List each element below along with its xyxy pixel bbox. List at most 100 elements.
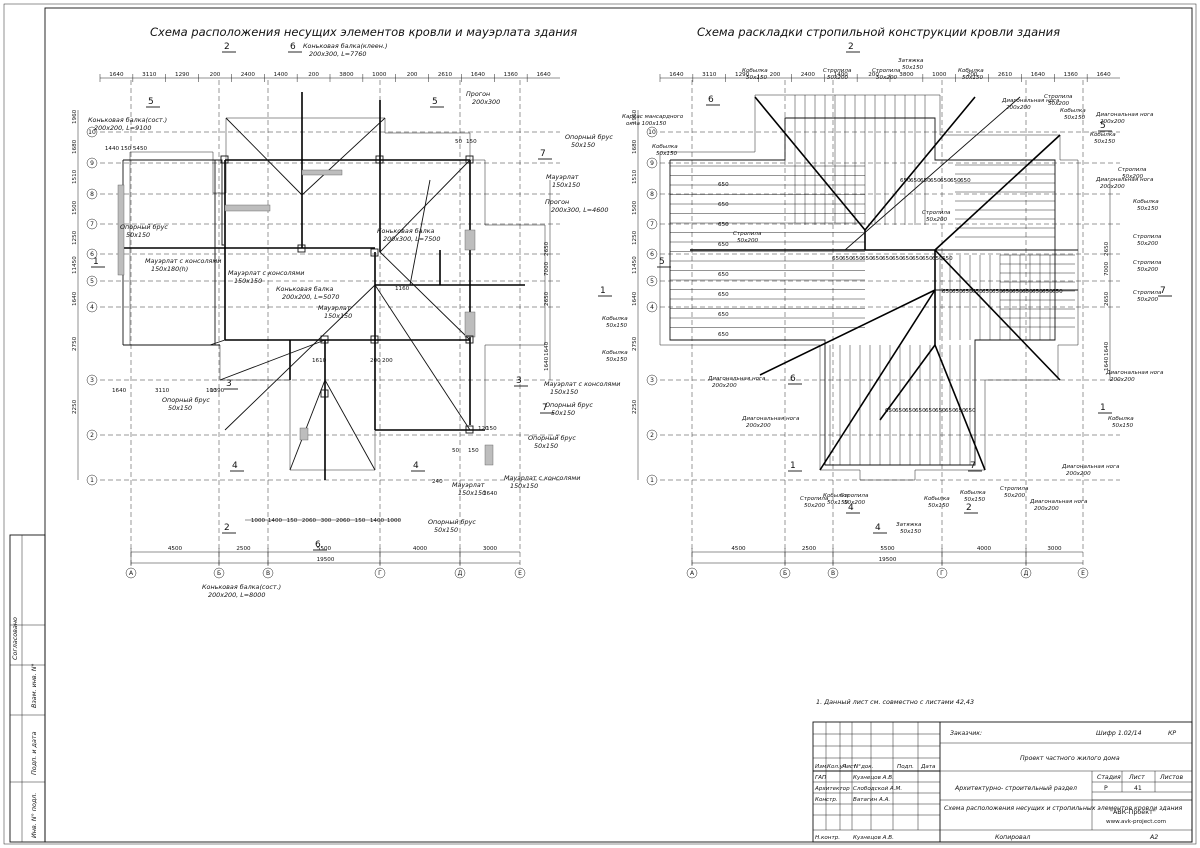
rafter-spacing-label: 650 (950, 178, 961, 184)
tb-role-1: Архитектор (814, 786, 850, 792)
rafter-spacing-label: 650 (718, 292, 729, 298)
right-label-size: 50x150 (606, 357, 628, 363)
tb-stage: Р (1104, 785, 1108, 792)
rafter-spacing-label: 650 (852, 256, 863, 262)
rafter-spacing-label: 650 (912, 256, 923, 262)
axis-row-bubble (646, 157, 658, 169)
rafter-spacing-label: 650 (922, 256, 933, 262)
small-dim-label: 50 (452, 448, 460, 454)
right-label-name: Стропила (1000, 486, 1029, 492)
rafter-spacing-label: 650 (718, 202, 729, 208)
axis-row-label: 8 (650, 191, 654, 198)
right-label-size: 200x200 (1100, 119, 1125, 125)
right-label-name: Диагональная нога (741, 416, 800, 422)
top-dim-label: 2610 (998, 72, 1013, 78)
top-dim-label: 1640 (471, 72, 486, 78)
axis-row-label: 6 (90, 251, 94, 258)
section-mark: 5 (1100, 121, 1106, 131)
side-dim-label: 11450 (632, 256, 638, 274)
right-label-size: 50x200 (737, 238, 759, 244)
left-plan-title: Схема расположения несущих элементов кро… (150, 25, 577, 39)
side-dim-label: 1640 (72, 291, 78, 306)
right-label-size: 50x200 (804, 503, 826, 509)
right-label-name: Кобылка (602, 316, 628, 322)
section-mark: 2 (966, 503, 972, 513)
right-label-size: 50x200 (1137, 297, 1159, 303)
axis-row-label: 5 (650, 278, 654, 285)
tb-head-4: Подп. (897, 764, 914, 770)
tb-section: Архитектурно- строительный раздел (954, 785, 1077, 792)
right-label-size: 50x150 (606, 323, 628, 329)
top-dim2-label: 5450 (133, 146, 148, 152)
left-label-size: 50x150 (571, 141, 595, 149)
top-dim-label: 1000 (932, 72, 947, 78)
right-label-size: 50x150 (656, 151, 678, 157)
axis-row-bubble (646, 188, 658, 200)
rafter-spacing-label: 650 (992, 289, 1003, 295)
axis-row-bubble (86, 301, 98, 313)
side-dim-label: 1500 (72, 200, 78, 215)
section-mark: 7 (540, 149, 546, 159)
left-label-name: Опорный брус (528, 434, 576, 442)
right-label-name: Кобылка (924, 496, 950, 502)
section-mark: 1 (600, 286, 606, 296)
left-label-name: Опорный брус (162, 396, 210, 404)
axis-col-label: Д (1024, 570, 1029, 577)
top-dim-label: 1640 (109, 72, 124, 78)
left-label-size: 50x150 (551, 409, 575, 417)
right-label-size: 50x200 (1137, 241, 1159, 247)
rafter-spacing-label: 650 (885, 408, 896, 414)
tb-name-0: Кузнецов А.В. (853, 775, 894, 781)
stamp-inv-original: Инв. N° подл. (30, 793, 38, 838)
axis-row-bubble (646, 429, 658, 441)
tb-head-5: Дата (920, 764, 936, 770)
rafter-spacing-label: 650 (892, 256, 903, 262)
axis-col-label: В (831, 570, 835, 577)
axis-row-label: 6 (650, 251, 654, 258)
bottom-dim-label: 1000 (251, 518, 266, 524)
small-dim-label: 1610 (312, 358, 327, 364)
top-dim-label: 2610 (438, 72, 453, 78)
rafter-spacing-label: 650 (900, 178, 911, 184)
right-label-name: Диагональная нога (1001, 98, 1060, 104)
tb-head-2: Лист (841, 764, 857, 770)
axis-col-label: Е (518, 570, 522, 577)
sheet-note: 1. Данный лист см. совместно с листами 4… (816, 698, 974, 706)
right-label-size: 50x150 (962, 75, 984, 81)
top-dim-label: 1400 (834, 72, 849, 78)
tb-role-0: ГАП (815, 775, 827, 781)
right-label-name: Кобылка (1090, 132, 1116, 138)
top-dim-label: 200 (868, 72, 879, 78)
rafter-spacing-label: 650 (955, 408, 966, 414)
small-dim-label: 150 (466, 139, 477, 145)
rafter-spacing-label: 650 (965, 408, 976, 414)
top-dim-label: 1640 (669, 72, 684, 78)
side-dim-label: 1680 (72, 139, 78, 154)
top-dim-label: 1640 (1096, 72, 1111, 78)
left-label-size: 150x150 (510, 482, 538, 490)
side-dim-label-right: 2650 (1104, 241, 1110, 256)
axis-col-label: Б (783, 570, 787, 577)
tb-head-0: Изм. (815, 764, 828, 770)
side-dim-label-right: 7000 (544, 261, 550, 276)
right-label-size: 50x150 (902, 65, 924, 71)
tb-head-3: N°док. (854, 764, 874, 770)
title-block: Заказчик: Шифр 1.02/14 КР Проект частног… (812, 721, 1193, 843)
rafter-spacing-label: 650 (945, 408, 956, 414)
right-label-name: Кобылка (602, 350, 628, 356)
side-dim-label-right: 7000 (1104, 261, 1110, 276)
rafter-spacing-label: 650 (872, 256, 883, 262)
side-dim-label: 1680 (632, 139, 638, 154)
stamp-agreed: Согласовано (11, 617, 19, 660)
tb-company: "АВК-Проект" (1110, 808, 1156, 816)
right-label-size: 200x200 (712, 383, 737, 389)
section-mark: 6 (790, 374, 796, 384)
top-dim-label: 1290 (735, 72, 750, 78)
tb-stage-hdr: Стадия (1097, 774, 1121, 781)
left-label-size: 50x150 (126, 231, 150, 239)
side-dim-label: 1960 (72, 109, 78, 124)
side-dim-label: 1250 (632, 230, 638, 245)
side-dim-label: 1640 (632, 291, 638, 306)
left-label-name: Мауэрлат (546, 173, 579, 181)
axis-row-label: 7 (90, 221, 94, 228)
